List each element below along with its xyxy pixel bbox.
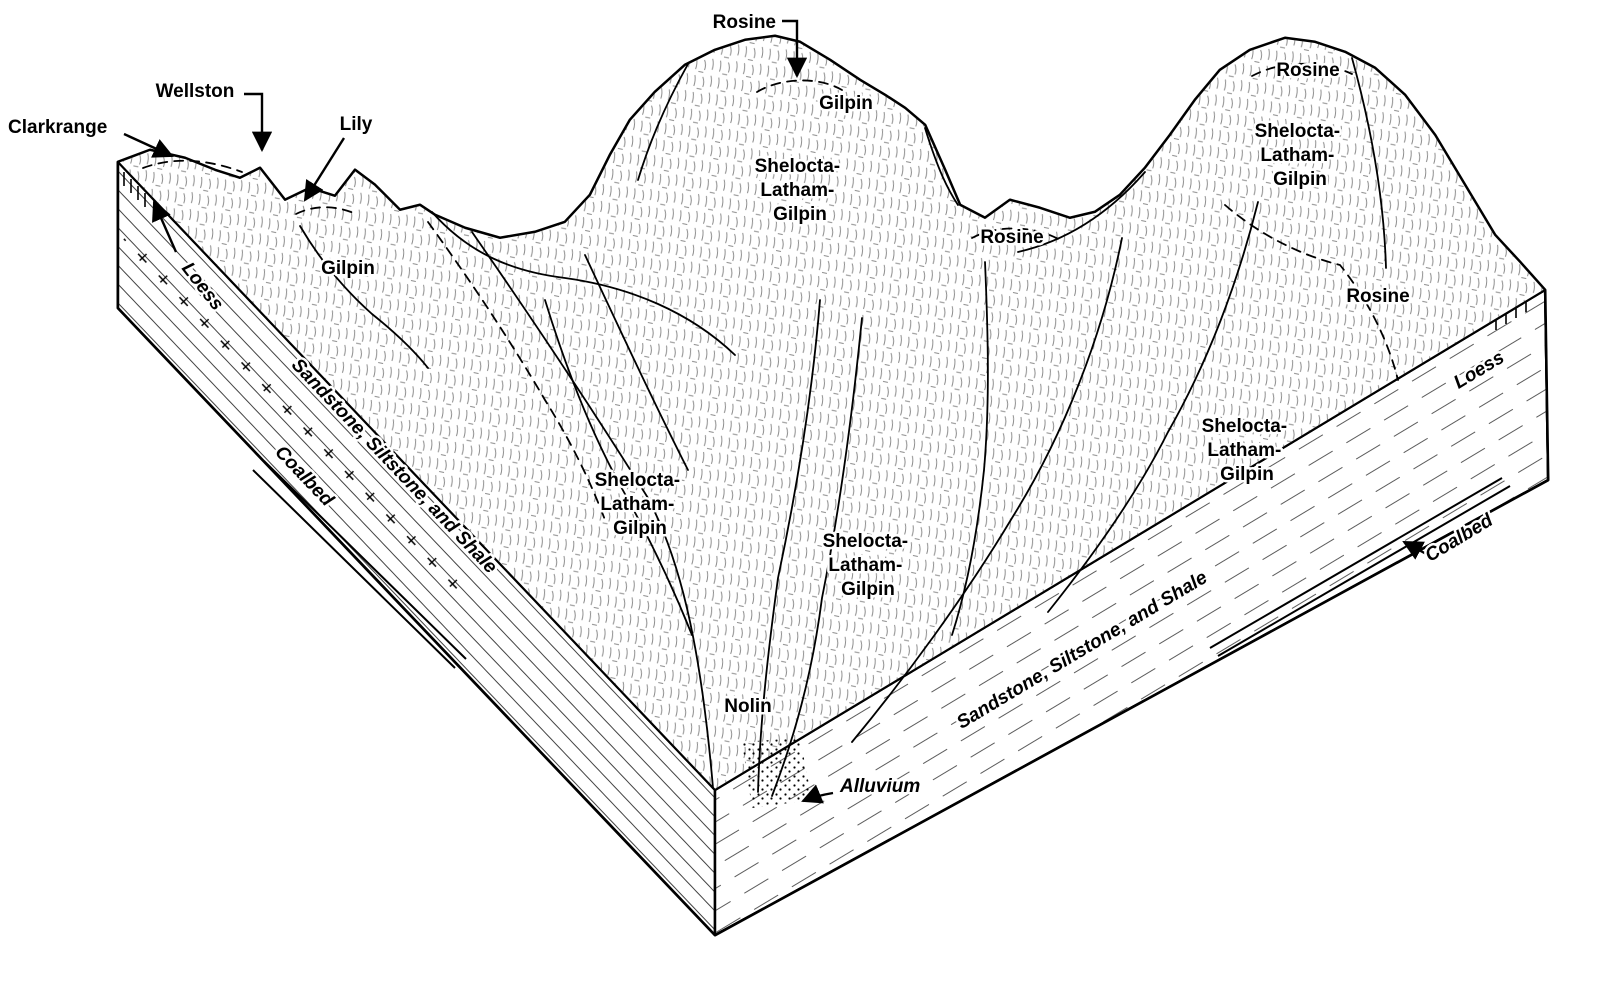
alluvium-dots <box>742 738 812 808</box>
label-rosine-center: Rosine <box>980 227 1043 248</box>
slope-line <box>637 63 689 181</box>
label-nolin: Nolin <box>724 696 772 717</box>
label-shelocta-latham-gilpin-right: Shelocta- Latham- Gilpin <box>1202 416 1293 485</box>
label-gilpin-summit: Gilpin <box>819 93 873 114</box>
label-wellston: Wellston <box>156 81 235 102</box>
label-shelocta-latham-gilpin-left: Shelocta- Latham- Gilpin <box>595 470 686 539</box>
label-shelocta-latham-gilpin-center: Shelocta- Latham- Gilpin <box>823 531 914 600</box>
callout-arrows <box>123 19 1431 804</box>
lily-arrow <box>303 137 346 202</box>
saddle-line <box>924 127 959 206</box>
label-rosine-right: Rosine <box>1346 286 1409 307</box>
label-lily: Lily <box>340 114 373 135</box>
valley-line <box>771 317 863 797</box>
valley-line <box>757 299 821 793</box>
wellston-arrow <box>244 92 273 153</box>
coalbed-band-right <box>1209 477 1511 657</box>
ridge-line <box>1017 171 1146 253</box>
ridge-line <box>431 211 736 356</box>
slope-line <box>1351 57 1387 269</box>
summit-ring <box>1251 62 1353 77</box>
terrain-hachure <box>118 36 1545 790</box>
terrain-surface <box>117 35 1546 808</box>
label-alluvium: Alluvium <box>839 776 920 797</box>
valley-line <box>471 231 714 789</box>
summit-ring <box>295 206 357 215</box>
plus-marker-band <box>121 224 484 604</box>
rosine-arrow <box>782 19 808 79</box>
label-rosine-top-right: Rosine <box>1276 60 1339 81</box>
label-rosine-top: Rosine <box>713 12 776 33</box>
valley-line <box>851 237 1123 743</box>
slope-line <box>299 225 429 369</box>
gully-line <box>544 299 693 636</box>
gully-line <box>1047 201 1259 613</box>
ridge-line <box>951 261 989 636</box>
label-shelocta-latham-gilpin-right-hill: Shelocta- Latham- Gilpin <box>1255 121 1346 190</box>
spur-line <box>584 254 689 471</box>
clarkrange-arrow <box>123 132 174 158</box>
label-shelocta-latham-gilpin-center-hill: Shelocta- Latham- Gilpin <box>755 156 846 225</box>
loess-left-arrow <box>152 200 178 253</box>
label-clarkrange: Clarkrange <box>8 117 107 138</box>
coalbed-band-left <box>252 460 467 669</box>
alluvium-arrow <box>801 784 834 804</box>
unit-boundaries <box>142 62 1399 521</box>
loess-ticks-left <box>123 172 146 207</box>
summit-ring <box>142 159 243 173</box>
label-gilpin-left: Gilpin <box>321 258 375 279</box>
summit-ring <box>756 79 843 93</box>
terrain-lines <box>299 57 1387 797</box>
summit-ring <box>971 227 1061 241</box>
boundary-line <box>1224 204 1399 381</box>
coalbed-right-arrow <box>1402 540 1431 560</box>
